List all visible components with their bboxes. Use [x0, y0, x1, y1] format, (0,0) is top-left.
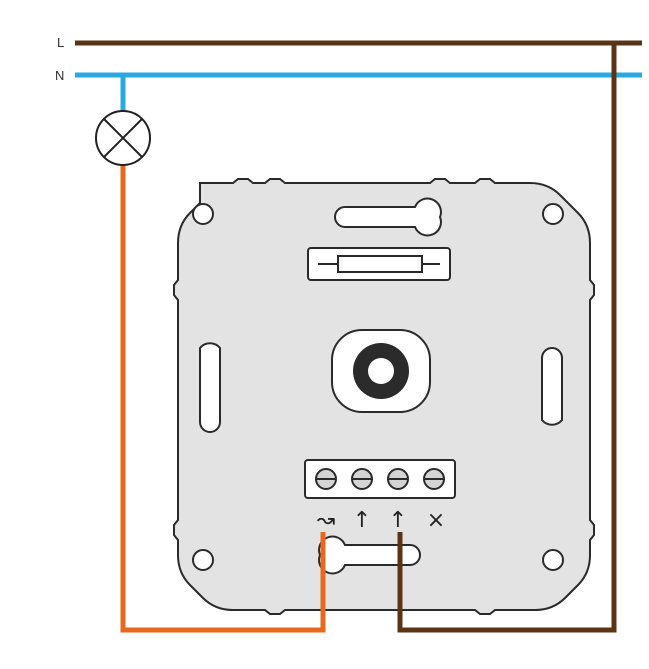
- terminal-symbol-live-in-1: ↑: [353, 508, 371, 533]
- terminal-screw-4: [423, 468, 445, 490]
- terminal-screw-3: [387, 468, 409, 490]
- terminal-screw-1: [315, 468, 337, 490]
- fuse: [337, 255, 423, 273]
- terminal-symbol-dimmed-output: ↝: [317, 508, 335, 533]
- rotary-spindle-center: [368, 358, 394, 384]
- mounting-slot-bottom: [318, 535, 421, 575]
- terminal-symbol-unused: ×: [427, 508, 445, 533]
- screw-hole-bottom-left: [192, 549, 214, 571]
- terminal-screw-2: [351, 468, 373, 490]
- mounting-slot-right: [541, 347, 563, 426]
- terminal-symbol-live-in-2: ↑: [389, 508, 407, 533]
- switched-lamp-wire: [120, 165, 326, 633]
- screw-hole-bottom-right: [542, 549, 564, 571]
- mounting-slot-left: [199, 342, 221, 433]
- screw-hole-top-right: [542, 203, 564, 225]
- mounting-slot-top: [334, 197, 442, 237]
- dimmer-insert: ↝ ↑ ↑ ×: [173, 178, 595, 615]
- terminal-block: [304, 459, 456, 499]
- live-feed-wire: [397, 43, 617, 633]
- label-neutral: N: [55, 68, 64, 83]
- lamp-symbol: [95, 110, 151, 166]
- label-live: L: [57, 35, 64, 50]
- screw-hole-top-left: [192, 203, 214, 225]
